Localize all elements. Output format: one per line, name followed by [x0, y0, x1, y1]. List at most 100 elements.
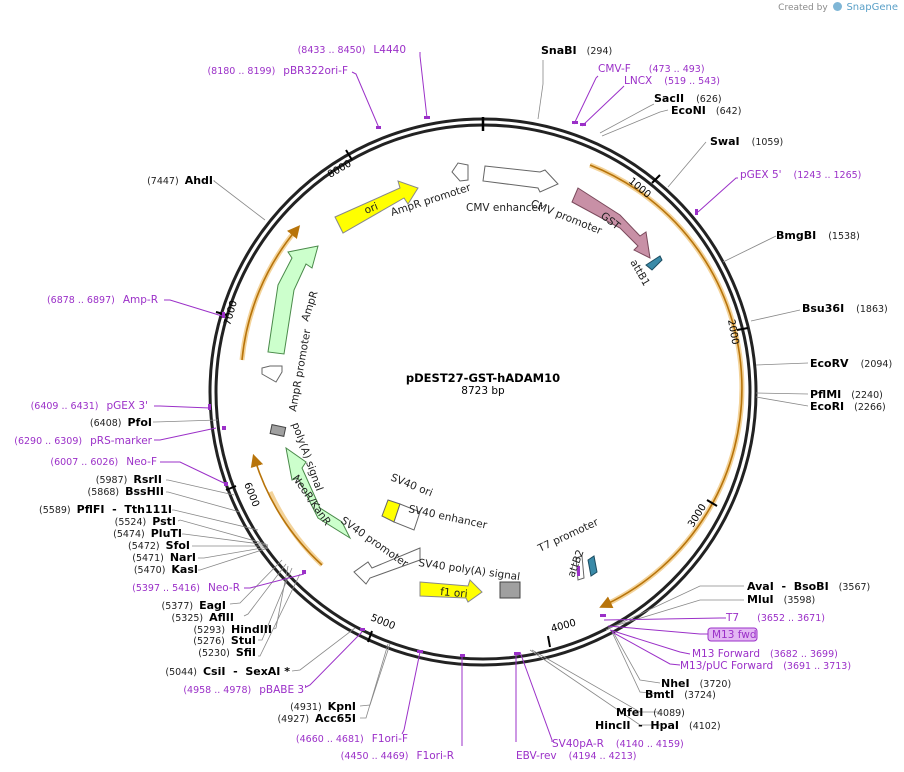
feature-gst[interactable] — [571, 187, 651, 259]
site-mfei[interactable]: MfeI(4089) — [616, 706, 685, 719]
site-mlui[interactable]: MluI(3598) — [747, 593, 815, 606]
plasmid-length: 8723 bp — [461, 385, 505, 397]
label-sv40-enhancer: SV40 enhancer — [407, 503, 488, 532]
site-kpni[interactable]: (4931)KpnI — [290, 700, 356, 713]
site-pluti[interactable]: (5474)PluTI — [113, 527, 182, 540]
site-sfoi[interactable]: (5472)SfoI — [128, 539, 190, 552]
site-ecorv[interactable]: EcoRV(2094) — [810, 357, 892, 370]
tick-2000: 2000 — [725, 319, 749, 346]
feature-ampr-promoter[interactable] — [261, 365, 283, 383]
site-snabi[interactable]: SnaBI(294) — [541, 44, 612, 57]
credit-prefix: Created by — [778, 3, 828, 13]
label-f1-ori: f1 ori — [440, 586, 468, 600]
site-swai[interactable]: SwaI(1059) — [710, 135, 783, 148]
site-psti[interactable]: (5524)PstI — [115, 515, 176, 528]
orf-arc-amp — [241, 225, 301, 361]
site-pflmi[interactable]: PflMI(2240) — [810, 388, 883, 401]
label-sv40-ori: SV40 ori — [389, 472, 434, 500]
feature-ampr[interactable] — [267, 245, 319, 355]
site-nari[interactable]: (5471)NarI — [132, 551, 196, 564]
label-ampr-promoter-lower: AmpR promoter — [287, 328, 313, 413]
feature-cmv-enhancer[interactable] — [482, 165, 559, 193]
primer-neo-r[interactable]: (5397 .. 5416)Neo-R — [132, 582, 240, 594]
feature-f1-ori[interactable] — [419, 579, 483, 603]
label-ampr: AmpR — [299, 289, 320, 323]
primer-neo-f[interactable]: (6007 .. 6026)Neo-F — [50, 456, 157, 468]
svg-text:1000: 1000 — [626, 176, 653, 201]
site-leaders — [153, 60, 809, 726]
site-pfoi[interactable]: (6408)PfoI — [90, 416, 152, 429]
feature-attb2[interactable] — [587, 555, 598, 577]
primer-m13-forward[interactable]: M13 Forward(3682 .. 3699) — [692, 648, 838, 660]
primer-pbabe-3[interactable]: (4958 .. 4978)pBABE 3' — [183, 684, 307, 696]
label-ori: ori — [363, 201, 380, 217]
feature-sv40-enhancer[interactable] — [393, 503, 421, 531]
primer-lncx[interactable]: LNCX(519 .. 543) — [624, 75, 720, 87]
feature-ori[interactable] — [334, 180, 419, 234]
snapgene-credit: Created by SnapGene — [778, 2, 898, 13]
site-nhei[interactable]: NheI(3720) — [661, 677, 731, 690]
site-pflfi-tth111i[interactable]: (5589)PflFI - Tth111I — [39, 503, 172, 516]
label-sv40-polya-signal: SV40 poly(A) signal — [418, 557, 521, 583]
site-kasi[interactable]: (5470)KasI — [134, 563, 198, 576]
svg-text:5000: 5000 — [369, 613, 397, 633]
primer-l4440[interactable]: (8433 .. 8450)L4440 — [298, 44, 406, 56]
site-sfii[interactable]: (5230)SfiI — [198, 646, 256, 659]
site-csii-sexai[interactable]: (5044)CsiI - SexAI * — [165, 665, 290, 678]
site-bmgbi[interactable]: BmgBI(1538) — [776, 229, 860, 242]
site-stui[interactable]: (5276)StuI — [193, 634, 256, 647]
plasmid-name: pDEST27-GST-hADAM10 — [406, 371, 560, 385]
feature-t7-promoter[interactable] — [575, 555, 585, 581]
orf-arc-neo — [250, 453, 323, 566]
site-avai-bsobi[interactable]: AvaI - BsoBI(3567) — [747, 580, 870, 593]
svg-text:2000: 2000 — [725, 319, 740, 346]
primer-m13-puc-forward[interactable]: M13/pUC Forward(3691 .. 3713) — [680, 660, 851, 672]
orf-arc-main — [589, 164, 743, 609]
site-ecori[interactable]: EcoRI(2266) — [810, 400, 886, 413]
snapgene-logo-icon — [832, 2, 842, 11]
primer-f1ori-r[interactable]: (4450 .. 4469)F1ori-R — [341, 750, 454, 762]
primer-f1ori-f[interactable]: (4660 .. 4681)F1ori-F — [296, 733, 408, 745]
feature-neor-kanr[interactable] — [285, 446, 352, 540]
primer-amp-r[interactable]: (6878 .. 6897)Amp-R — [47, 294, 158, 306]
label-t7-promoter: T7 promoter — [535, 516, 601, 555]
feature-sv40-promoter[interactable] — [353, 547, 421, 585]
primer-prs-marker[interactable]: (6290 .. 6309)pRS-marker — [14, 435, 152, 447]
site-ahdi[interactable]: (7447)AhdI — [147, 174, 213, 187]
tick-5000: 5000 — [367, 613, 397, 643]
primer-leaders — [154, 52, 738, 746]
primer-pgex-3[interactable]: (6409 .. 6431)pGEX 3' — [31, 400, 148, 412]
site-hindiii[interactable]: (5293)HindIII — [193, 623, 272, 636]
svg-text:6000: 6000 — [241, 481, 261, 509]
site-econi[interactable]: EcoNI(642) — [671, 104, 741, 117]
primer-m13-fwd[interactable]: M13 fwd — [707, 627, 758, 642]
label-cmv-enhancer: CMV enhancer — [466, 202, 543, 214]
orf-arc-main-halo — [589, 162, 745, 608]
label-attb1: attB1 — [627, 258, 652, 289]
feature-sv40-polya-signal[interactable] — [499, 581, 521, 599]
primer-cmv-f[interactable]: CMV-F(473 .. 493) — [598, 63, 705, 75]
svg-text:M13 fwd: M13 fwd — [712, 629, 757, 641]
primer-pgex-5[interactable]: pGEX 5'(1243 .. 1265) — [740, 169, 861, 181]
site-eagi[interactable]: (5377)EagI — [162, 599, 227, 612]
feature-poly-a-signal[interactable] — [269, 424, 287, 437]
site-bsshii[interactable]: (5868)BssHII — [88, 485, 164, 498]
site-acc65i[interactable]: (4927)Acc65I — [277, 712, 356, 725]
feature-ampr-promoter-top[interactable] — [451, 162, 469, 182]
site-hincii-hpai[interactable]: HincII - HpaI(4102) — [595, 719, 721, 732]
site-rsrii[interactable]: (5987)RsrII — [96, 473, 162, 486]
credit-brand: SnapGene — [846, 2, 898, 13]
svg-text:8000: 8000 — [326, 158, 354, 180]
primer-sv40pa-r[interactable]: SV40pA-R(4140 .. 4159) — [552, 738, 684, 750]
site-sacii[interactable]: SacII(626) — [654, 92, 722, 105]
primer-t7[interactable]: T7(3652 .. 3671) — [725, 612, 825, 624]
site-bsu36i[interactable]: Bsu36I(1863) — [802, 302, 888, 315]
site-aflii[interactable]: (5325)AflII — [172, 611, 234, 624]
svg-text:4000: 4000 — [550, 618, 577, 635]
primer-pbr322ori-f[interactable]: (8180 .. 8199)pBR322ori-F — [207, 65, 348, 77]
feature-attb1[interactable] — [645, 255, 663, 271]
site-bmti[interactable]: BmtI(3724) — [645, 688, 716, 701]
primer-marks — [208, 116, 698, 657]
primer-ebv-rev[interactable]: EBV-rev(4194 .. 4213) — [516, 750, 637, 762]
